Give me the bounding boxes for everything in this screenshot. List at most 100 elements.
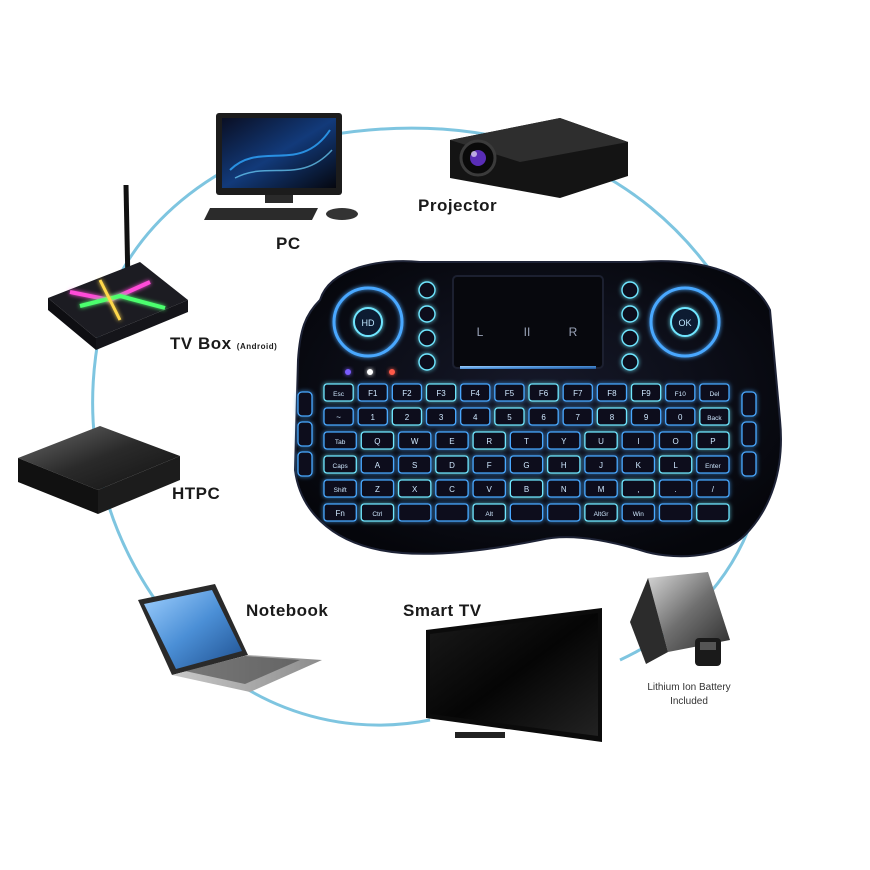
keyboard-key-label: 3 (439, 413, 444, 422)
keyboard-key (425, 407, 457, 426)
tv-box-device (48, 184, 188, 350)
label-tv-box-sub: (Android) (236, 342, 278, 351)
keyboard-key (357, 383, 388, 402)
left-dpad-center-label: HD (362, 318, 375, 328)
keyboard-key (472, 455, 507, 474)
pc-device (204, 113, 358, 220)
keyboard-key (621, 479, 656, 498)
keyboard-key (509, 503, 544, 522)
keyboard-side-key (741, 421, 757, 447)
keyboard-key-label: C (449, 485, 455, 494)
keyboard-key-label: AltGr (594, 511, 610, 518)
keyboard-key (435, 431, 469, 450)
keyboard-key (665, 383, 696, 402)
keyboard-key-label: F5 (505, 389, 515, 398)
keyboard-key-label: M (598, 485, 605, 494)
keyboard-key (584, 431, 618, 450)
keyboard-key-label: , (637, 485, 639, 494)
keyboard-key-label: X (412, 485, 418, 494)
keyboard-key (360, 479, 395, 498)
keyboard-side-key (297, 391, 313, 417)
keyboard-key-label: 0 (678, 413, 683, 422)
keyboard-key-label: 4 (473, 413, 478, 422)
keyboard-key (546, 479, 581, 498)
keyboard-key-label: Q (374, 437, 380, 446)
keyboard-key (472, 431, 507, 450)
keyboard-round-button (621, 353, 639, 371)
label-battery-line1: Lithium Ion Battery (647, 682, 731, 693)
keyboard-round-button (621, 305, 639, 323)
keyboard-key (528, 383, 559, 402)
touchpad-middle-label: II (524, 325, 531, 339)
keyboard-key-label: 1 (371, 413, 376, 422)
keyboard-key (494, 407, 525, 426)
keyboard-key-label: P (710, 437, 715, 446)
keyboard-key (546, 455, 581, 474)
label-tv-box: TV Box (Android) (170, 334, 277, 354)
keyboard-key (323, 455, 357, 474)
keyboard-key-label: 7 (576, 413, 581, 422)
keyboard-key-label: F1 (368, 389, 378, 398)
keyboard-key (596, 383, 628, 402)
keyboard-key-label: Z (375, 485, 380, 494)
keyboard-round-button (621, 281, 639, 299)
keyboard-key (397, 479, 432, 498)
keyboard-key-label: Tab (335, 439, 346, 446)
keyboard-key (435, 455, 469, 474)
keyboard-key (460, 407, 491, 426)
keyboard-key-label: W (411, 437, 419, 446)
keyboard-key (562, 407, 593, 426)
keyboard-key-label: Back (707, 415, 722, 422)
keyboard-key (360, 431, 395, 450)
label-projector: Projector (418, 196, 498, 215)
label-htpc: HTPC (172, 484, 221, 503)
keyboard-key (397, 431, 432, 450)
keyboard-key (435, 479, 469, 498)
keyboard-key (621, 503, 656, 522)
keyboard-key-label: Enter (705, 463, 721, 470)
keyboard-key-label: Shift (334, 487, 347, 494)
keyboard-key-label: G (523, 461, 529, 470)
keyboard-key (584, 479, 618, 498)
keyboard-key (696, 479, 730, 498)
keyboard-key-label: F2 (402, 389, 412, 398)
keyboard-key (658, 455, 693, 474)
keyboard-key (435, 503, 469, 522)
keyboard-key (323, 479, 357, 498)
keyboard-key-label: ~ (336, 413, 341, 422)
keyboard-key (696, 503, 730, 522)
keyboard-key-label: E (449, 437, 454, 446)
keyboard-key (696, 431, 730, 450)
keyboard-side-key (741, 391, 757, 417)
keyboard-key (323, 383, 354, 402)
keyboard-key (391, 383, 423, 402)
keyboard-key-label: 8 (610, 413, 615, 422)
keyboard-round-button (418, 353, 436, 371)
keyboard-key (621, 455, 656, 474)
keyboard-key-label: B (524, 485, 529, 494)
keyboard-key (323, 407, 354, 426)
right-dpad-center-label: OK (678, 318, 691, 328)
keyboard-key-label: T (524, 437, 529, 446)
keyboard-key (472, 479, 507, 498)
keyboard-key-label: 5 (507, 413, 512, 422)
keyboard-key (630, 407, 662, 426)
keyboard-key (391, 407, 423, 426)
smart-tv-device (426, 608, 602, 742)
keyboard-key (360, 455, 395, 474)
keyboard-key (658, 503, 693, 522)
keyboard-key (596, 407, 628, 426)
htpc-device (18, 426, 180, 514)
keyboard-key-label: 6 (541, 413, 546, 422)
keyboard-key (630, 383, 662, 402)
keyboard-key-label: L (673, 461, 678, 470)
keyboard-key-label: F (487, 461, 492, 470)
keyboard-key-label: F4 (471, 389, 481, 398)
keyboard-key-label: H (561, 461, 567, 470)
keyboard-key (323, 431, 357, 450)
keyboard-round-button (621, 329, 639, 347)
keyboard-key (528, 407, 559, 426)
keyboard-key-label: N (561, 485, 567, 494)
keyboard-key-label: I (637, 437, 639, 446)
